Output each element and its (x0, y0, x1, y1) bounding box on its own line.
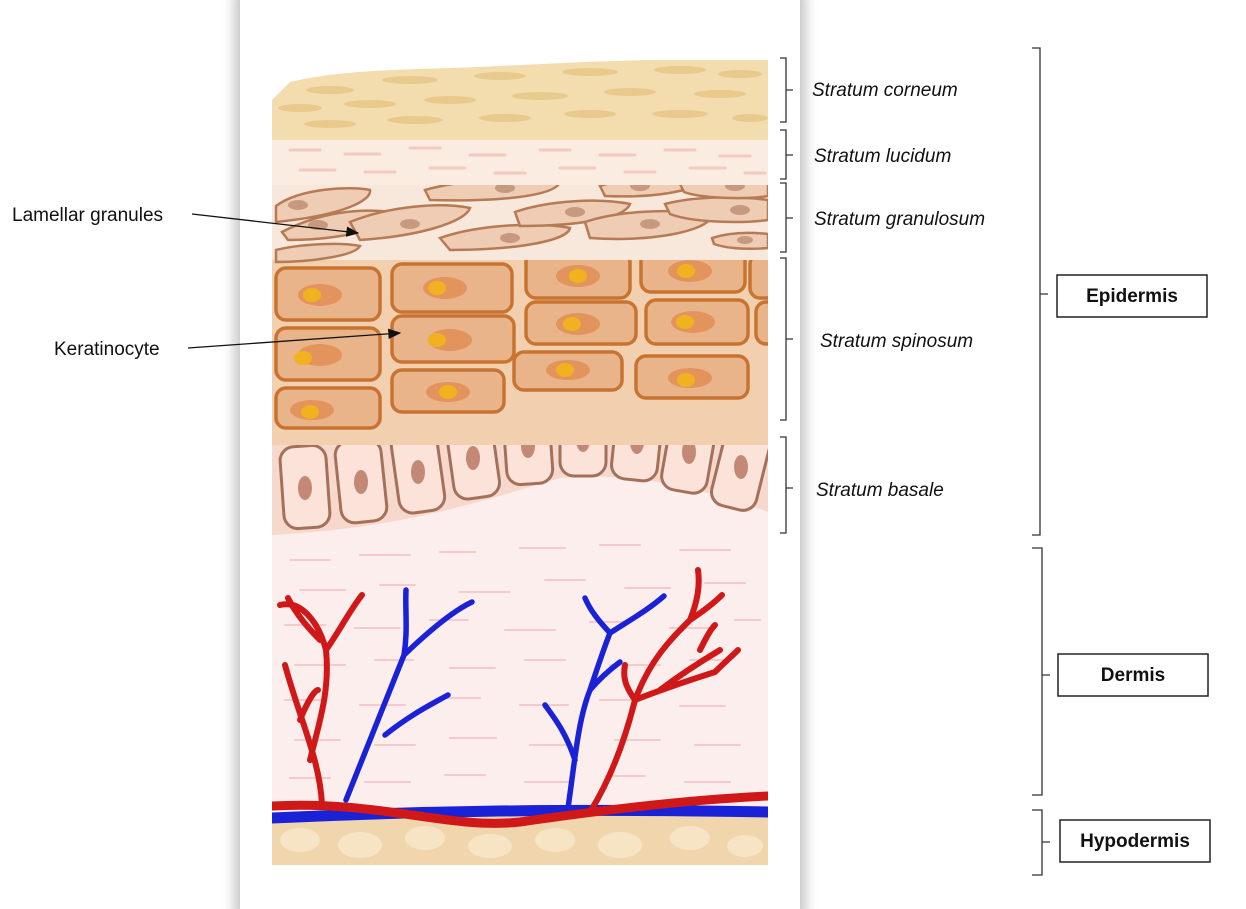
label-keratinocyte: Keratinocyte (54, 339, 160, 360)
label-hypodermis: Hypodermis (1080, 831, 1190, 852)
bracket-hypodermis (1032, 810, 1050, 875)
skin-illustration (272, 59, 780, 865)
region-brackets (1032, 48, 1050, 875)
label-stratum-granulosum: Stratum granulosum (814, 209, 985, 230)
label-stratum-spinosum: Stratum spinosum (820, 331, 973, 352)
label-lamellar-granules: Lamellar granules (12, 205, 163, 226)
region-dermis: Dermis (1058, 654, 1208, 696)
region-epidermis: Epidermis (1057, 275, 1207, 317)
layer-labels: Stratum corneum Stratum lucidum Stratum … (812, 80, 985, 501)
bracket-epidermis (1032, 48, 1048, 535)
region-hypodermis: Hypodermis (1060, 820, 1210, 862)
label-epidermis: Epidermis (1086, 286, 1178, 307)
label-stratum-basale: Stratum basale (816, 480, 944, 501)
label-stratum-corneum: Stratum corneum (812, 80, 958, 101)
lucidum-area (272, 135, 768, 185)
label-stratum-lucidum: Stratum lucidum (814, 146, 951, 167)
bracket-dermis (1032, 548, 1050, 795)
label-dermis: Dermis (1101, 665, 1165, 686)
